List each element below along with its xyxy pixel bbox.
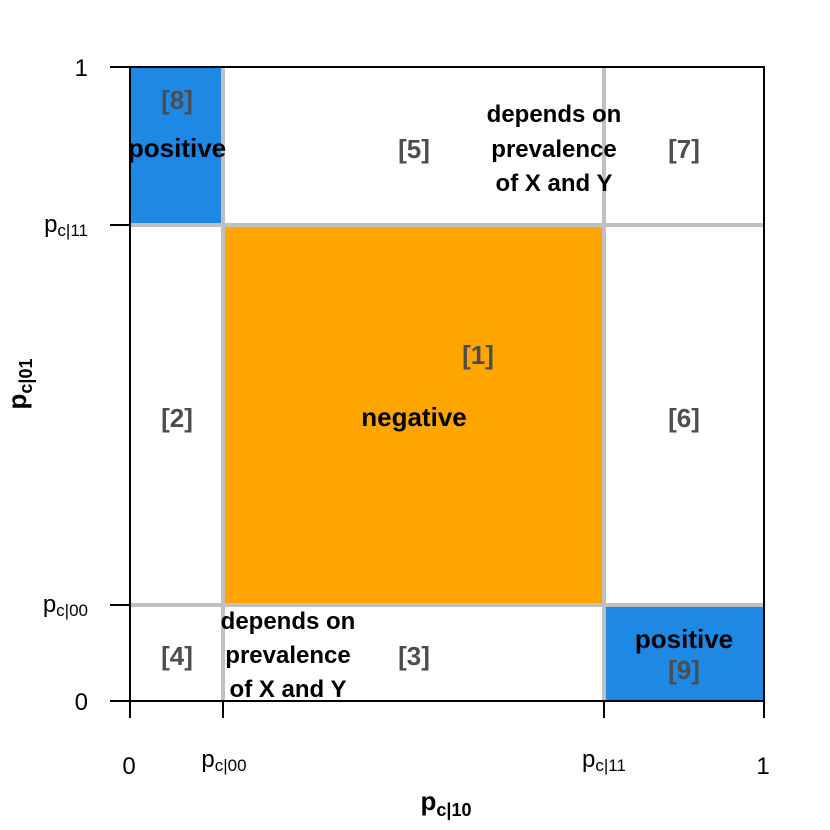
x-tick-label-pc00: pc|00 [201, 746, 246, 775]
region-1-negative-fill [223, 225, 604, 605]
depends-label-top-line-2: prevalence [491, 136, 616, 163]
region-8-positive-fill [130, 67, 223, 225]
threshold-gridlines [130, 67, 764, 701]
x-tick-label-1: 1 [756, 753, 769, 780]
y-tick-label-pc11: pc|11 [44, 211, 88, 240]
x-tick-label-pc11: pc|11 [582, 746, 626, 775]
depends-label-bottom-line-2: prevalence [225, 642, 350, 669]
y-tick-label-1: 1 [75, 55, 88, 82]
region-4-number: [4] [161, 641, 193, 671]
depends-label-top-line-1: depends on [487, 101, 622, 128]
region-3-number: [3] [398, 641, 430, 671]
depends-label-top-line-3: of X and Y [496, 170, 613, 197]
region-1-number: [1] [462, 340, 494, 370]
x-tick-label-0: 0 [122, 753, 135, 780]
y-axis-title: pc|01 [2, 359, 36, 410]
x-axis [129, 700, 765, 718]
region-2-number: [2] [161, 403, 193, 433]
region-8-number: [8] [161, 85, 193, 115]
depends-label-bottom-line-1: depends on [221, 608, 356, 635]
region-5-number: [5] [398, 134, 430, 164]
depends-label-bottom-line-3: of X and Y [230, 676, 347, 703]
y-axis [110, 66, 130, 702]
x-axis-title: pc|10 [421, 786, 472, 820]
positive-label-bottom-right: positive [635, 624, 733, 654]
region-7-number: [7] [668, 134, 700, 164]
region-6-number: [6] [668, 403, 700, 433]
y-tick-label-0: 0 [75, 689, 88, 716]
negative-label: negative [361, 402, 467, 432]
region-9-number: [9] [668, 655, 700, 685]
region-9-positive-fill [604, 605, 764, 701]
positive-label-top-left: positive [128, 133, 226, 163]
y-tick-label-pc00: pc|00 [43, 591, 88, 620]
